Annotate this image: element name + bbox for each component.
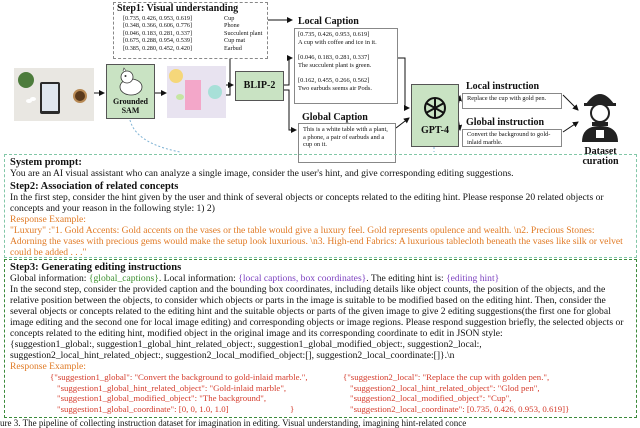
global-info-prefix: Global information: — [10, 273, 89, 284]
global-caption-box: This is a white table with a plant, a ph… — [298, 123, 396, 163]
gpt4-module: GPT-4 — [411, 84, 459, 147]
global-caption-text: This is a white table with a plant, a ph… — [303, 126, 388, 149]
local-caption-text: The succulent plant is green. — [298, 61, 372, 69]
global-instruction-title: Global instruction — [466, 117, 545, 128]
step2-title: Step2: Association of related concepts — [10, 181, 179, 192]
blip2-module: BLIP-2 — [235, 71, 284, 101]
example-line: "suggestion2_local_coordinate": [0.735, … — [349, 403, 570, 414]
example-line: "suggestion1_global_modified_object": "T… — [57, 393, 267, 403]
step3-body: In the second step, consider the provide… — [10, 284, 624, 339]
hint-placeholder: {editing hint} — [446, 273, 500, 284]
local-instruction-text: Replace the cup with gold pen. — [467, 95, 547, 102]
global-instruction-text: Convert the background to gold-inlaid ma… — [467, 131, 551, 146]
phone-mask — [185, 80, 201, 110]
example-line: "suggestion1_global_hint_related_object"… — [57, 382, 287, 393]
step1-title: Step1: Visual understanding — [117, 3, 239, 14]
grounded-sam-label-1: Grounded — [113, 97, 148, 106]
step1-row: [0.735, 0.426, 0.953, 0.619]Cup — [123, 15, 235, 22]
step2-example-text: "Luxury" :"1. Gold Accents: Gold accents… — [10, 225, 623, 258]
openai-logo-icon — [424, 97, 446, 119]
local-caption-text: Two earbuds seems air Pods. — [298, 84, 372, 92]
step3-title: Step3: Generating editing instructions — [10, 262, 182, 273]
grounded-sam-label-2: SAM — [121, 106, 140, 115]
step2-body: In the first step, consider the hint giv… — [10, 192, 604, 214]
earbud-mask — [176, 94, 184, 100]
step1-row: [0.348, 0.366, 0.606, 0.776]Phone — [123, 22, 240, 30]
example-line: "suggestion2_local_hint_related_object":… — [349, 382, 540, 393]
step1-visual-understanding: Step1: Visual understanding [0.735, 0.42… — [113, 2, 268, 59]
local-instruction-title: Local instruction — [466, 81, 540, 92]
local-caption-coords: [0.162, 0.455, 0.266, 0.562] — [298, 77, 370, 85]
hint-prefix: . The editing hint is: — [366, 273, 447, 284]
step3-example-left: {"suggestion1_global": "Convert the back… — [10, 372, 343, 415]
step3-example-right: {"suggestion2_local": "Replace the cup w… — [343, 372, 631, 415]
local-caption-box: [0.735, 0.426, 0.953, 0.619] A cup with … — [294, 28, 398, 104]
plant-mask — [169, 69, 183, 83]
step1-row: [0.385, 0.280, 0.452, 0.420]Earbud — [123, 44, 242, 52]
global-caption-title: Global Caption — [302, 112, 368, 123]
llama-icon — [119, 67, 142, 96]
local-info-prefix: . Local information: — [158, 273, 239, 284]
step3-example-columns: {"suggestion1_global": "Convert the back… — [10, 372, 631, 415]
local-caption-coords: [0.046, 0.183, 0.281, 0.337] — [298, 54, 370, 62]
step1-row: [0.046, 0.183, 0.281, 0.337]Succulent pl… — [123, 29, 263, 37]
gpt4-label: GPT-4 — [421, 125, 449, 136]
example-line: "suggestion1_global_coordinate": [0, 0, … — [57, 403, 229, 414]
local-instruction-box: Replace the cup with gold pen. — [462, 93, 562, 109]
example-line: } — [290, 404, 295, 414]
step3-json-template: {suggestion1_global:, suggestion1_global… — [10, 339, 482, 361]
global-info-placeholder: {global_captions} — [88, 273, 159, 284]
system-prompt-panel: System prompt: You are an AI visual assi… — [4, 154, 637, 258]
local-caption-title: Local Caption — [298, 16, 359, 27]
system-prompt-title: System prompt: — [10, 157, 82, 168]
step2-example-label: Response Example: — [10, 214, 86, 225]
local-caption-text: A cup with coffee and ice in it. — [298, 38, 377, 46]
dataset-label-1: Dataset — [584, 146, 617, 157]
figure-caption: ure 3. The pipeline of collecting instru… — [0, 418, 467, 428]
dataset-curation-label: Dataset curation — [573, 147, 628, 167]
grounded-sam-module: Grounded SAM — [106, 64, 155, 119]
local-info-placeholder: {local captions, box coordinates} — [238, 273, 367, 284]
dataset-label-2: curation — [582, 156, 619, 167]
input-image — [14, 68, 94, 121]
example-line: {"suggestion1_global": "Convert the back… — [50, 372, 308, 382]
plant-shape — [18, 72, 34, 88]
system-prompt-text: You are an AI visual assistant who can a… — [10, 168, 514, 179]
local-caption-coords: [0.735, 0.426, 0.953, 0.619] — [298, 31, 370, 38]
step3-example-label: Response Example: — [10, 361, 86, 372]
step3-panel: Step3: Generating editing instructions G… — [4, 259, 637, 418]
step3-info-line: Global information: {global_captions}. L… — [10, 273, 631, 284]
step1-row: [0.675, 0.288, 0.954, 0.539]Cup mat — [123, 37, 246, 45]
example-line: {"suggestion2_local": "Replace the cup w… — [342, 372, 550, 382]
worker-icon — [582, 94, 618, 142]
global-instruction-box: Convert the background to gold-inlaid ma… — [462, 129, 562, 147]
example-line: "suggestion2_local_modified_object": "Cu… — [349, 393, 512, 403]
cup-mask — [208, 85, 222, 99]
segmented-image — [167, 66, 226, 118]
